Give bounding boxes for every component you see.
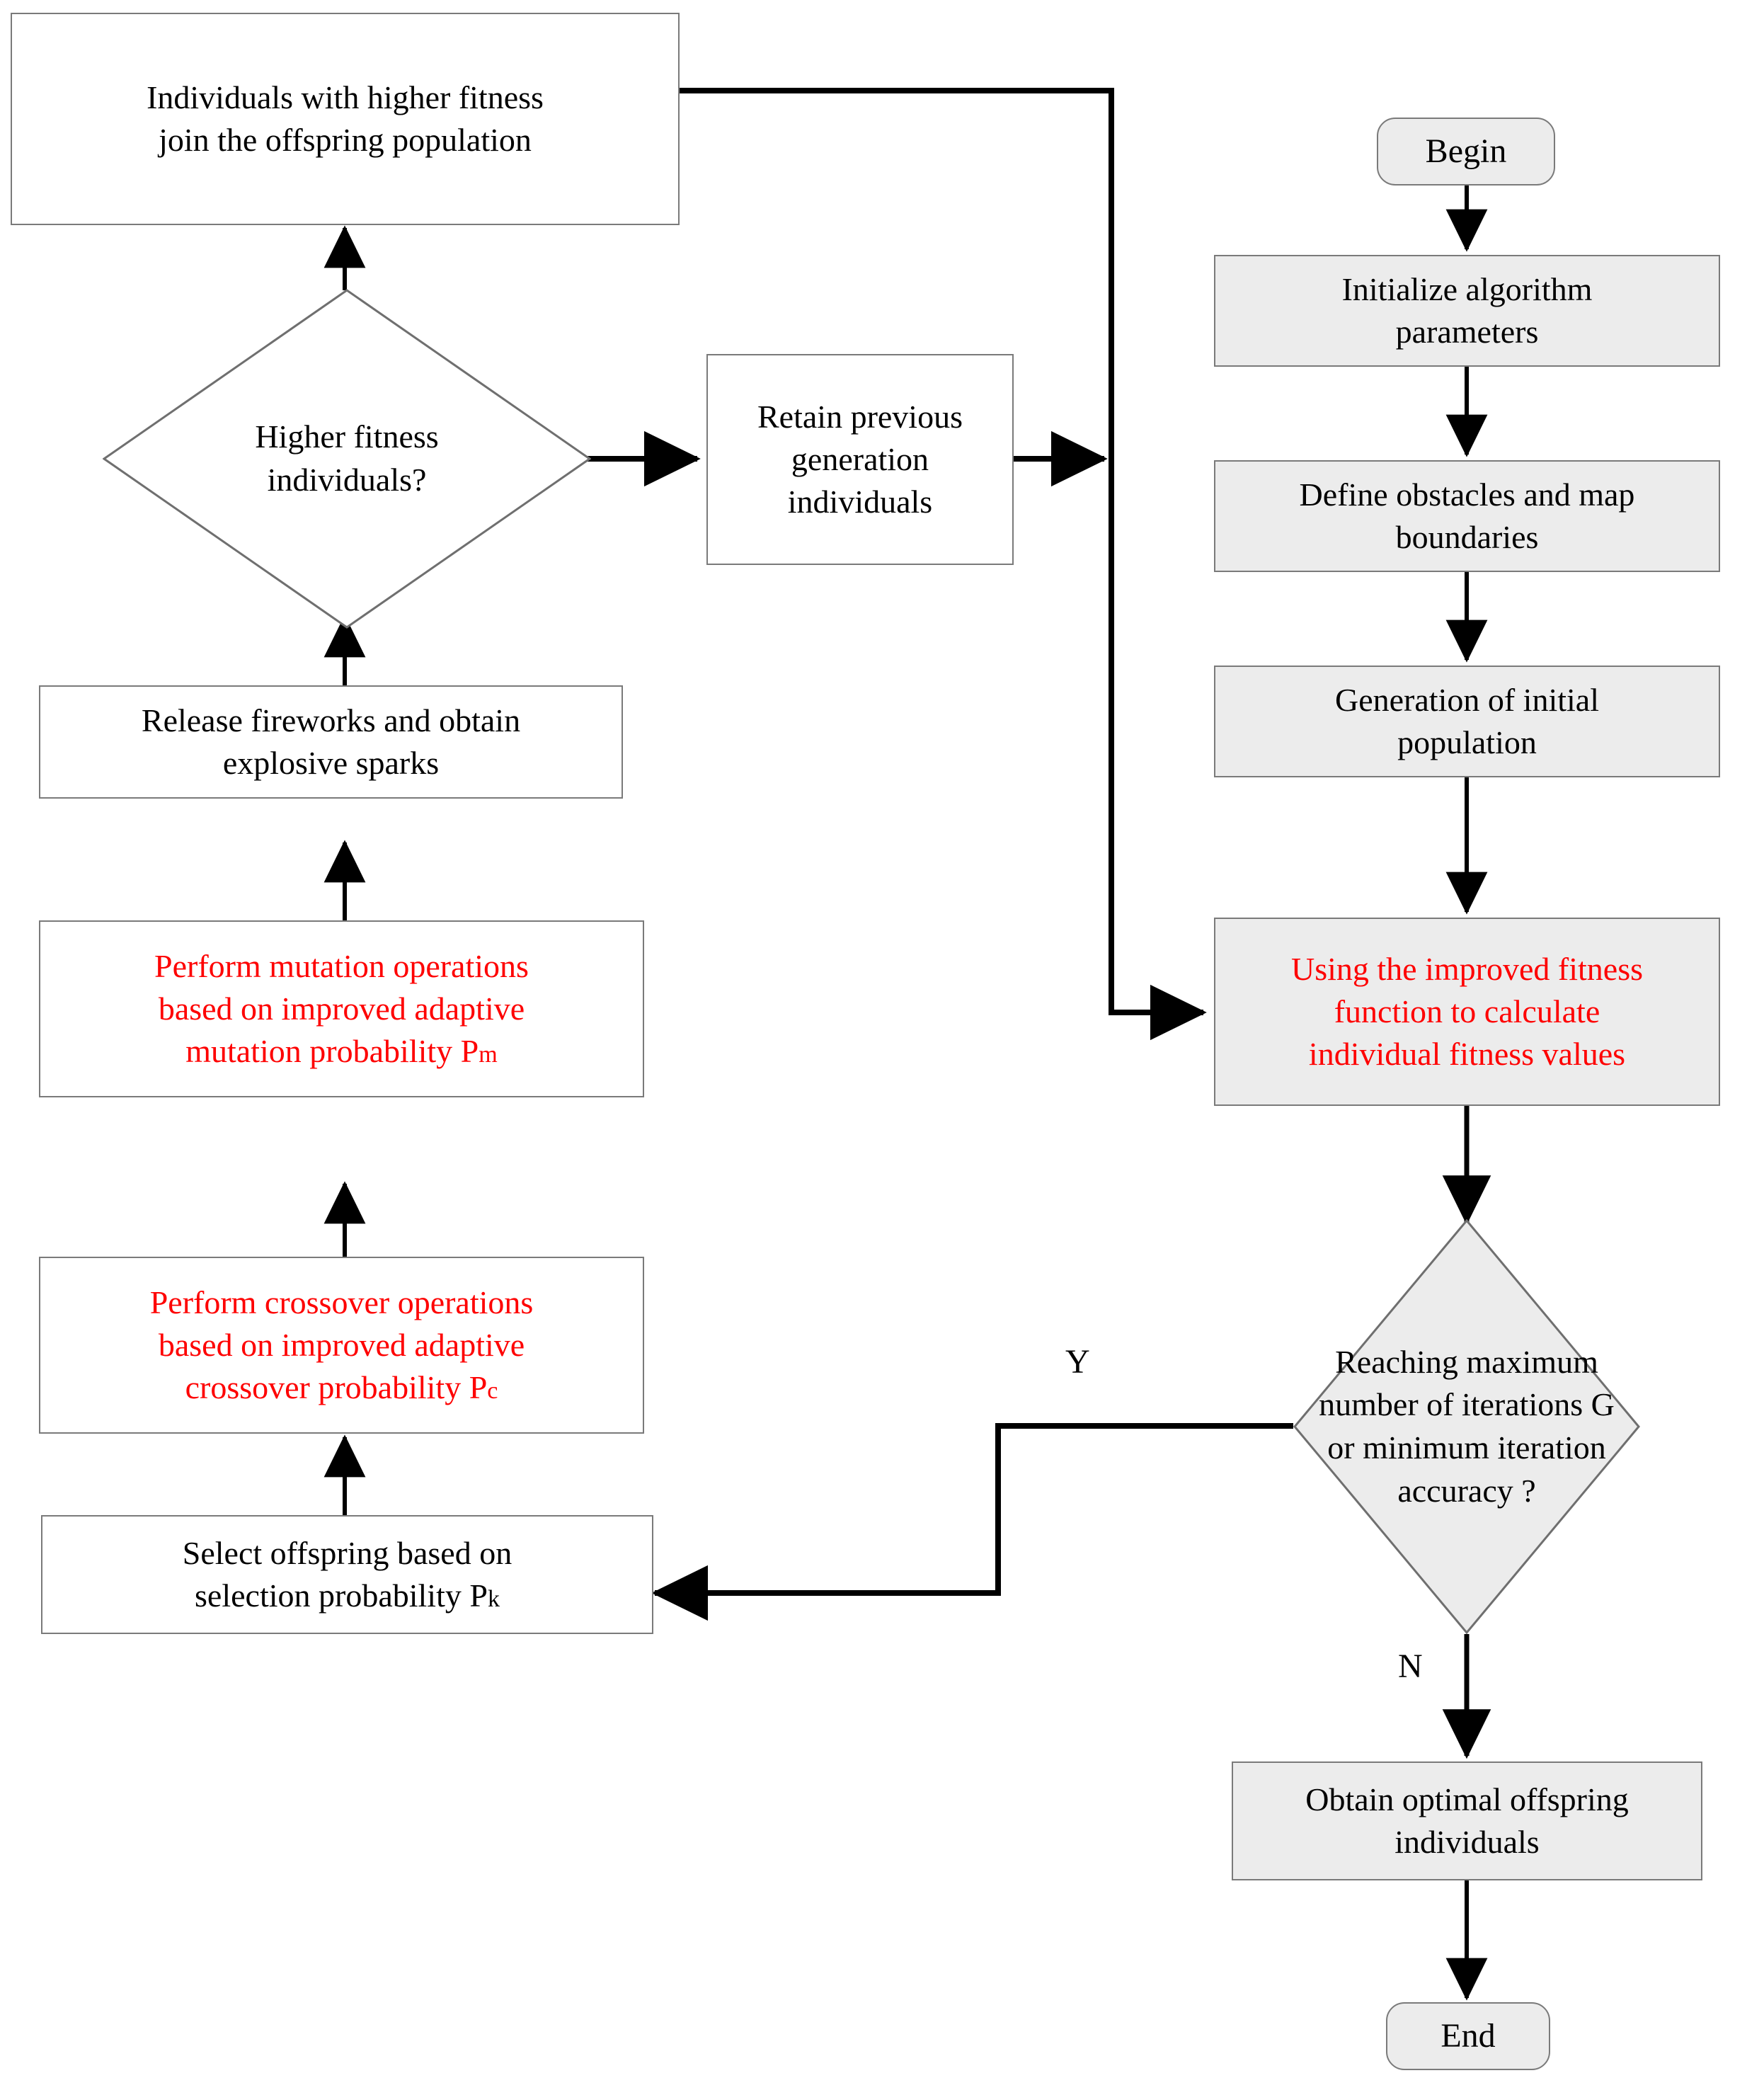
diamond-shape (1293, 1219, 1640, 1634)
node-end-label: End (1441, 2016, 1496, 2055)
edge-join-to-fitness (678, 88, 1207, 1041)
node-end[interactable]: End (1386, 2002, 1550, 2070)
edge-decision-yes-to-select (651, 1423, 1293, 1621)
node-join-offspring-label: Individuals with higher fitness join the… (147, 79, 544, 158)
edge-label-yes: Y (1065, 1343, 1090, 1381)
mutation-subscript: m (479, 1041, 498, 1068)
node-release-fireworks-label: Release fireworks and obtain explosive s… (141, 702, 521, 781)
node-release-fireworks[interactable]: Release fireworks and obtain explosive s… (39, 685, 623, 799)
node-initial-population-label: Generation of initial population (1335, 682, 1599, 760)
node-retain-previous-generation[interactable]: Retain previous generation individuals (706, 354, 1014, 565)
node-define-obstacles[interactable]: Define obstacles and map boundaries (1214, 460, 1720, 572)
node-initialize-parameters-label: Initialize algorithm parameters (1341, 271, 1593, 350)
node-higher-fitness-decision[interactable]: Higher fitness individuals? (103, 289, 591, 629)
node-retain-previous-label: Retain previous generation individuals (757, 399, 963, 520)
node-fitness-function-label: Using the improved fitness function to c… (1291, 951, 1643, 1072)
node-obtain-optimal-label: Obtain optimal offspring individuals (1305, 1781, 1629, 1860)
select-subscript: k (487, 1586, 500, 1612)
node-begin[interactable]: Begin (1377, 118, 1555, 185)
node-stop-criteria-decision[interactable]: Reaching maximum number of iterations G … (1293, 1219, 1640, 1634)
node-begin-label: Begin (1425, 132, 1507, 170)
node-join-offspring-population[interactable]: Individuals with higher fitness join the… (11, 13, 680, 225)
edge-label-no: N (1398, 1648, 1423, 1685)
crossover-subscript: c (487, 1377, 498, 1404)
node-initialize-parameters[interactable]: Initialize algorithm parameters (1214, 255, 1720, 367)
node-obtain-optimal-offspring[interactable]: Obtain optimal offspring individuals (1232, 1761, 1702, 1880)
node-fitness-function[interactable]: Using the improved fitness function to c… (1214, 918, 1720, 1106)
node-define-obstacles-label: Define obstacles and map boundaries (1299, 476, 1635, 555)
node-initial-population[interactable]: Generation of initial population (1214, 666, 1720, 777)
diamond-shape (103, 289, 591, 629)
